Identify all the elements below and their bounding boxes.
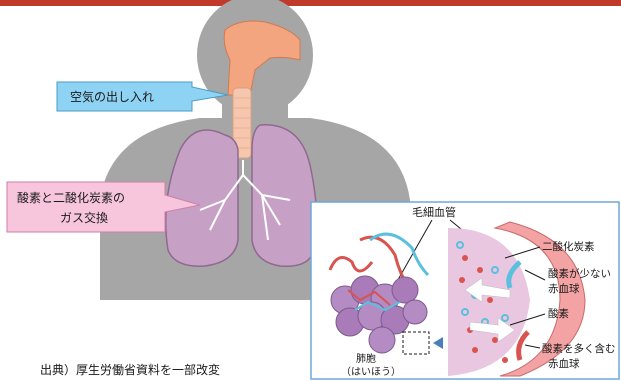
alveolus-label-2: （はいほう） (341, 366, 401, 378)
callout-airway: 空気の出し入れ (57, 82, 228, 111)
low-o2-label-2: 赤血球 (548, 282, 580, 295)
alveolus-label-1: 肺胞 (356, 353, 376, 365)
co2-label: 二酸化炭素 (542, 240, 595, 253)
callout-gas-label-2: ガス交換 (60, 210, 108, 225)
high-o2-label-2: 赤血球 (548, 357, 580, 370)
callout-gas-label-1: 酸素と二酸化炭素の (17, 190, 125, 205)
low-o2-label-1: 酸素が少ない (548, 267, 611, 280)
inset-panel: 毛細血管 肺胞 （はいほう） (311, 202, 619, 379)
capillary-label: 毛細血管 (412, 205, 456, 219)
high-o2-label-1: 酸素を多く含む (542, 342, 616, 355)
oxygen-label: 酸素 (548, 307, 569, 320)
source-note: 出典）厚生労働省資料を一部改変 (40, 362, 220, 377)
callout-airway-label: 空気の出し入れ (70, 89, 154, 104)
top-bar (0, 0, 621, 6)
